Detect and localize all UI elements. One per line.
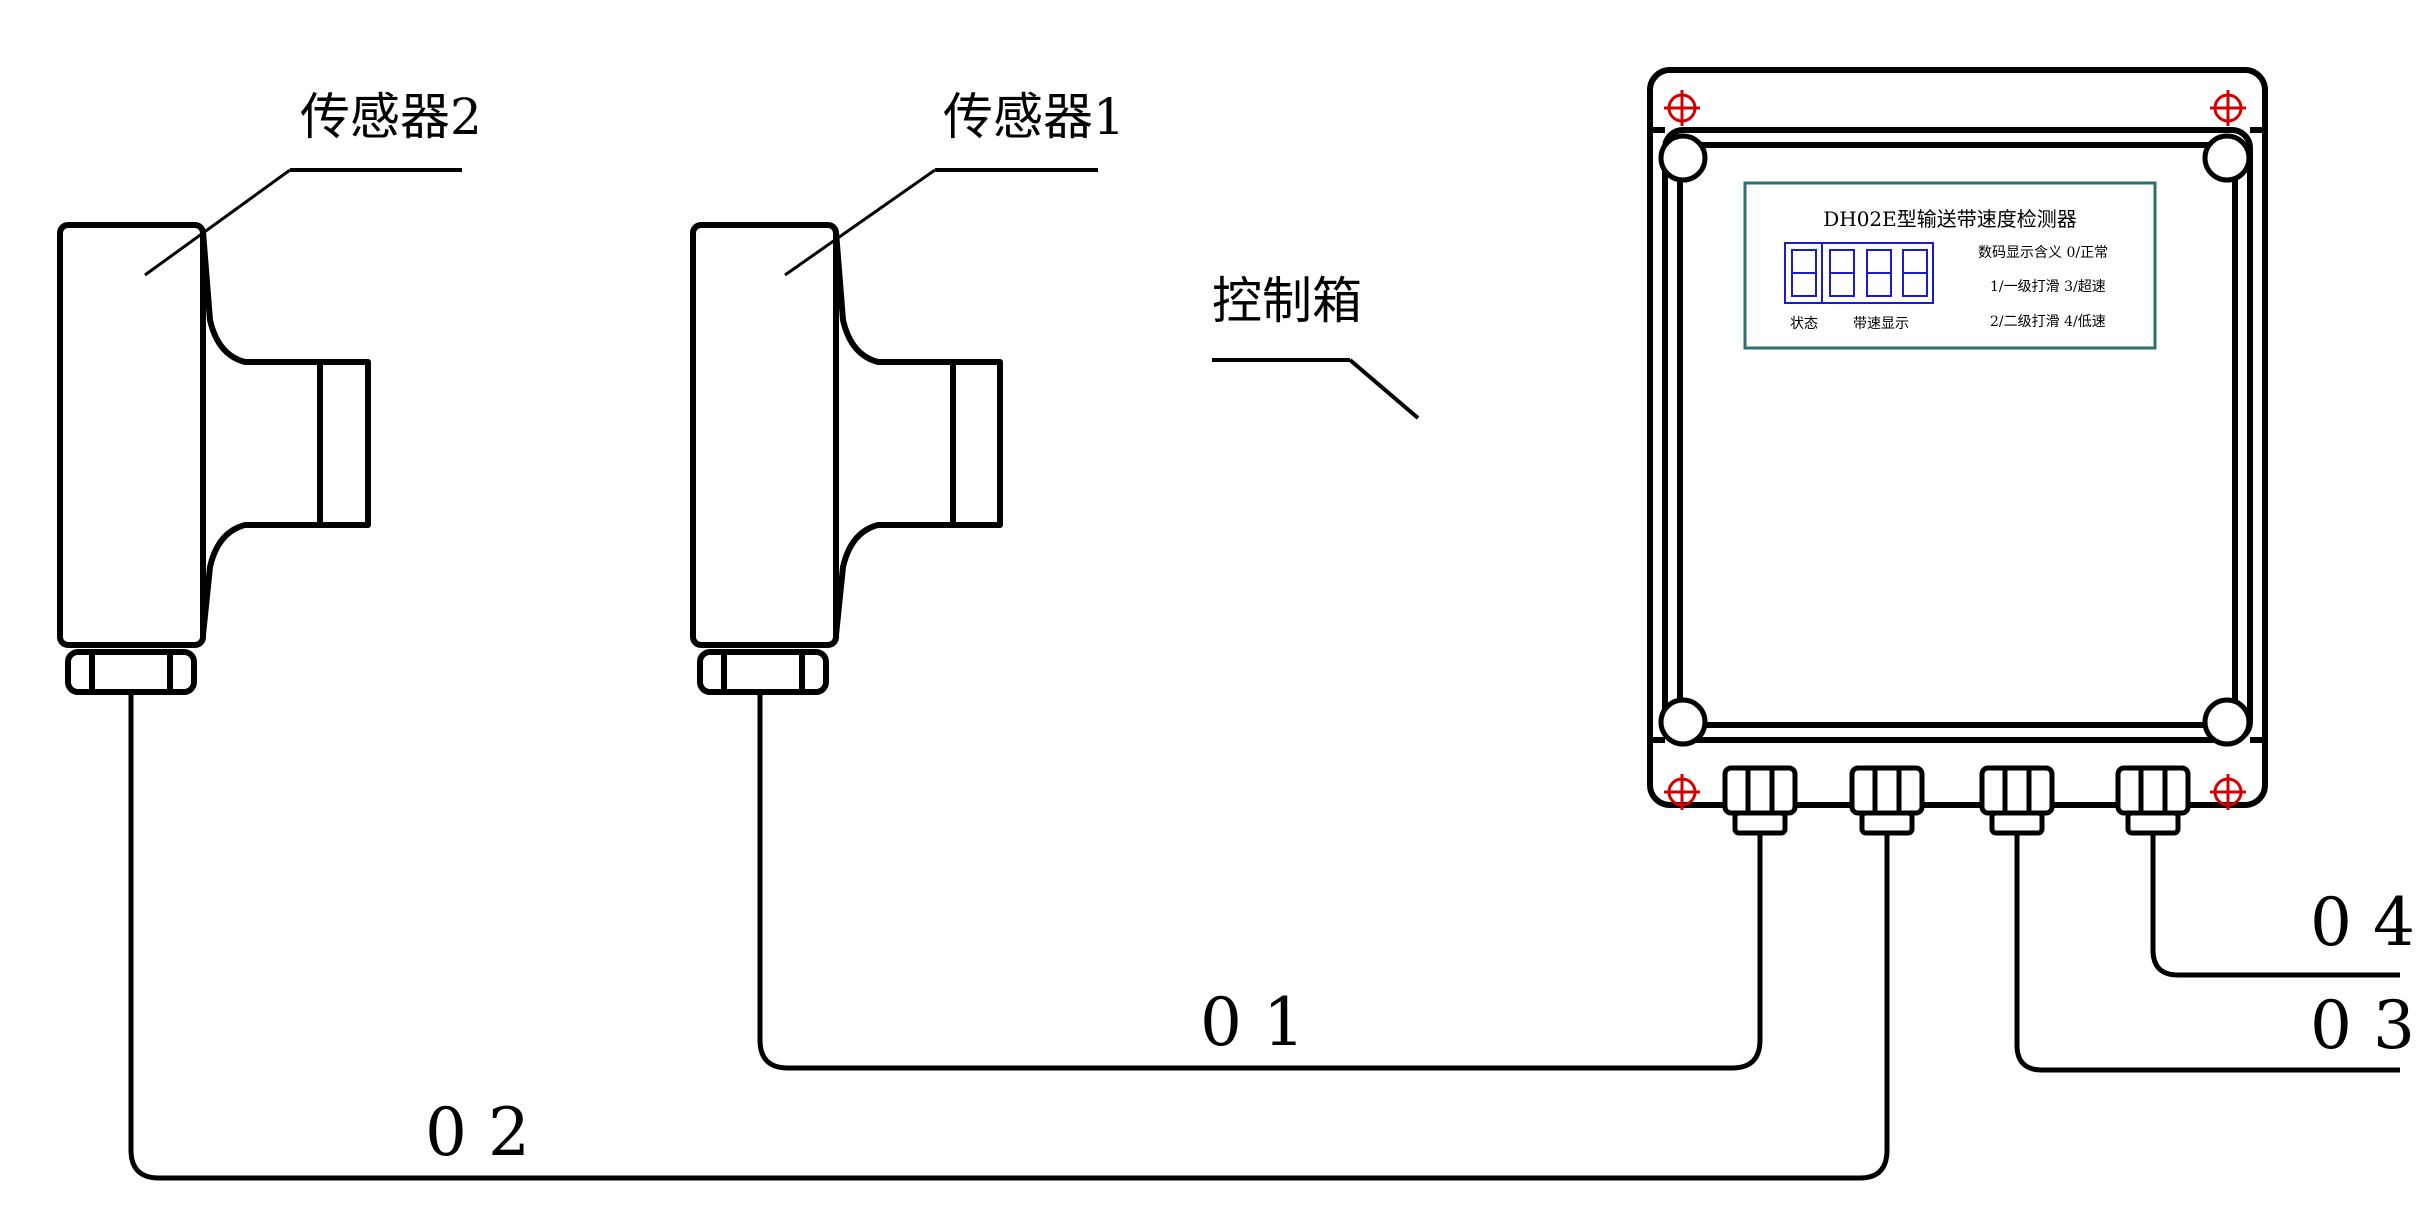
cable-04-label: 0 4 bbox=[2310, 884, 2415, 961]
digit-icon bbox=[1902, 249, 1928, 297]
cable-01-label: 0 1 bbox=[1200, 984, 1305, 1061]
screw-icon bbox=[1664, 90, 1700, 126]
sensor-2-label: 传感器2 bbox=[300, 88, 482, 146]
hole-icon bbox=[1658, 133, 1708, 183]
cable-03 bbox=[2014, 833, 2400, 1073]
digit-icon bbox=[1866, 249, 1892, 297]
digit-icon bbox=[1829, 249, 1855, 297]
hole-icon bbox=[2202, 133, 2252, 183]
cables bbox=[128, 692, 2400, 1181]
box-glands bbox=[1722, 765, 2191, 836]
lid-holes bbox=[1658, 133, 2252, 747]
screw-icon bbox=[2210, 90, 2246, 126]
control-box bbox=[1647, 67, 2268, 808]
sensor-2-cable-gland bbox=[65, 649, 197, 695]
box-gland-1 bbox=[1722, 765, 1798, 836]
corner-screws bbox=[1664, 90, 2246, 810]
screw-icon bbox=[2210, 774, 2246, 810]
box-gland-4 bbox=[2115, 765, 2191, 836]
hole-icon bbox=[1658, 697, 1708, 747]
hole-icon bbox=[2202, 697, 2252, 747]
panel-title: DH02E型输送带速度检测器 bbox=[1823, 207, 2077, 231]
segment-display bbox=[1784, 242, 1934, 304]
control-box-leader bbox=[1212, 358, 1420, 420]
box-gland-3 bbox=[1979, 765, 2055, 836]
state-caption: 状态 bbox=[1790, 316, 1818, 332]
speed-caption: 带速显示 bbox=[1853, 316, 1909, 332]
front-panel: DH02E型输送带速度检测器 状态 带速显示 数码显示含义 0/正常 1/一级打… bbox=[1743, 181, 2157, 350]
legend-line-2: 1/一级打滑 3/超速 bbox=[1990, 278, 2106, 295]
sensor-2 bbox=[57, 168, 462, 695]
cable-04 bbox=[2150, 833, 2400, 978]
sensor-1-cable-gland bbox=[697, 649, 829, 695]
legend-line-1: 数码显示含义 0/正常 bbox=[1978, 245, 2108, 261]
sensor-1 bbox=[690, 168, 1098, 695]
cable-03-label: 0 3 bbox=[2310, 987, 2415, 1064]
box-gland-2 bbox=[1849, 765, 1925, 836]
screw-icon bbox=[1664, 774, 1700, 810]
cable-02-label: 0 2 bbox=[425, 1094, 530, 1171]
legend-line-3: 2/二级打滑 4/低速 bbox=[1990, 313, 2106, 330]
sensor-1-label: 传感器1 bbox=[943, 88, 1125, 146]
cable-01 bbox=[757, 692, 1763, 1071]
digit-icon bbox=[1791, 249, 1817, 297]
cable-02 bbox=[128, 692, 1890, 1181]
control-box-label: 控制箱 bbox=[1212, 272, 1362, 330]
